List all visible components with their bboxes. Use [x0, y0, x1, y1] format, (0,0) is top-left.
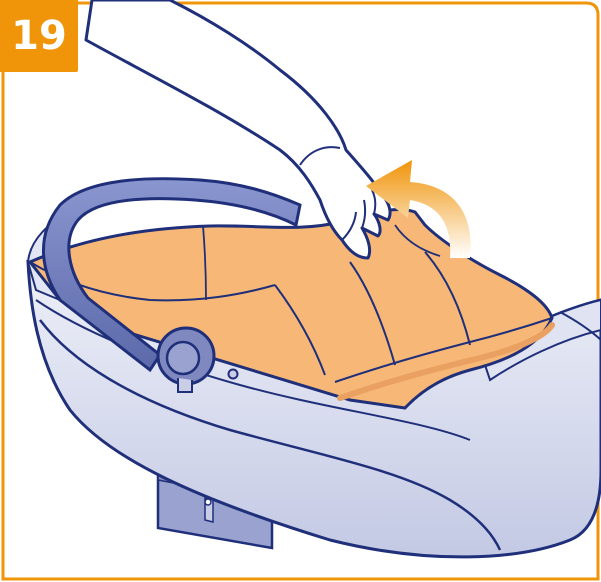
- step-number: 19: [11, 13, 67, 59]
- hand-illustration: [86, 0, 390, 258]
- step-number-badge: 19: [0, 0, 78, 72]
